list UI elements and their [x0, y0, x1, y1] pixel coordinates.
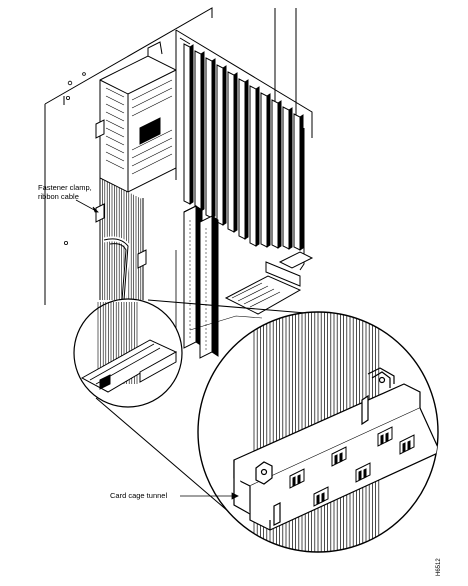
- bottom-connector: [224, 251, 314, 315]
- ribbon-cable: [99, 178, 144, 300]
- card-edge: [255, 86, 260, 247]
- card-slot: [249, 85, 257, 247]
- card-edge: [244, 79, 249, 240]
- card-edge: [288, 107, 293, 250]
- card-slot: [282, 106, 290, 250]
- ribbon-clamps: [95, 119, 147, 301]
- card-edge: [299, 114, 304, 251]
- callout-card-cage-tunnel: Card cage tunnel: [110, 491, 168, 500]
- callout-leaders: [75, 199, 239, 500]
- card-edge: [200, 51, 205, 212]
- detail-circle-small: [73, 298, 183, 408]
- callout-ribbon-cable: ribbon cable: [38, 192, 79, 201]
- card-edge: [277, 100, 282, 249]
- lower-cards: [175, 205, 219, 359]
- upper-cards: [183, 43, 304, 251]
- card-edge: [233, 72, 238, 233]
- power-module: [99, 41, 177, 193]
- tunnel-slots: [289, 426, 415, 507]
- card-slot: [183, 43, 191, 205]
- card-slot: [194, 50, 202, 212]
- card-slot: [260, 92, 268, 248]
- card-edge: [266, 93, 271, 248]
- card-edge: [222, 65, 227, 226]
- card-slot: [271, 99, 279, 249]
- card-slot: [205, 57, 213, 219]
- card-slot: [238, 78, 246, 240]
- callout-fastener-clamp: Fastener clamp,: [38, 183, 92, 192]
- card-slot: [216, 64, 224, 226]
- card-edge: [211, 58, 216, 219]
- card-slot: [227, 71, 235, 233]
- card-slot: [293, 113, 301, 251]
- card-edge: [189, 44, 194, 205]
- chassis-holes: [64, 72, 86, 245]
- figure-id: H6512: [436, 558, 442, 576]
- detail-circle-large: [197, 311, 439, 553]
